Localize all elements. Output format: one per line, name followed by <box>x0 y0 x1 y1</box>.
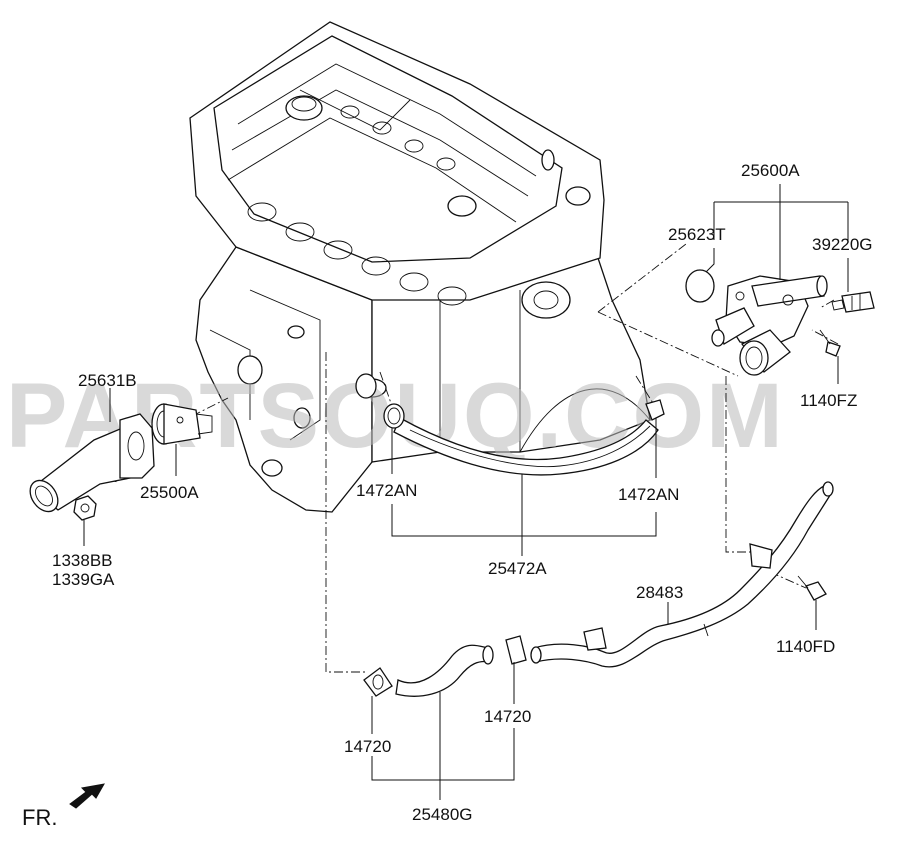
label-1472AN-left: 1472AN <box>356 481 417 500</box>
label-1140FD: 1140FD <box>776 637 835 656</box>
label-25500A: 25500A <box>140 483 199 502</box>
label-1339GA: 1339GA <box>52 570 115 589</box>
bolt-1140FZ <box>819 329 841 357</box>
front-label: FR. <box>22 805 57 830</box>
hose-clamp-lower-left <box>363 667 393 697</box>
bolt-1140FD <box>797 575 827 601</box>
flange-nut <box>73 495 97 521</box>
hose-clamp-lower-right <box>505 635 527 665</box>
front-direction-indicator: FR. <box>22 783 105 830</box>
engine-assembly <box>189 21 651 513</box>
label-1338BB: 1338BB <box>52 551 113 570</box>
o-ring-gasket <box>685 269 715 303</box>
lower-hose <box>395 644 494 697</box>
upper-hose <box>393 417 659 476</box>
label-14720-left: 14720 <box>344 737 391 756</box>
label-1472AN-right: 1472AN <box>618 485 679 504</box>
hose-clamp-left <box>383 403 405 429</box>
water-pipe <box>530 481 834 668</box>
water-outlet-fitting <box>685 269 828 376</box>
label-25623T: 25623T <box>668 225 726 244</box>
thermostat-housing <box>29 413 155 513</box>
hose-clamp-right <box>645 399 665 421</box>
label-25600A: 25600A <box>741 161 800 180</box>
label-25480G: 25480G <box>412 805 473 824</box>
label-1140FZ: 1140FZ <box>800 391 857 410</box>
label-25472A: 25472A <box>488 559 547 578</box>
label-25631B: 25631B <box>78 371 137 390</box>
coolant-temp-sensor <box>831 291 875 313</box>
front-arrow-icon <box>69 783 105 809</box>
label-28483: 28483 <box>636 583 683 602</box>
label-39220G: 39220G <box>812 235 873 254</box>
leader-lines <box>83 184 849 800</box>
thermostat <box>151 403 213 445</box>
label-14720-right: 14720 <box>484 707 531 726</box>
gasket-ring <box>355 373 377 399</box>
